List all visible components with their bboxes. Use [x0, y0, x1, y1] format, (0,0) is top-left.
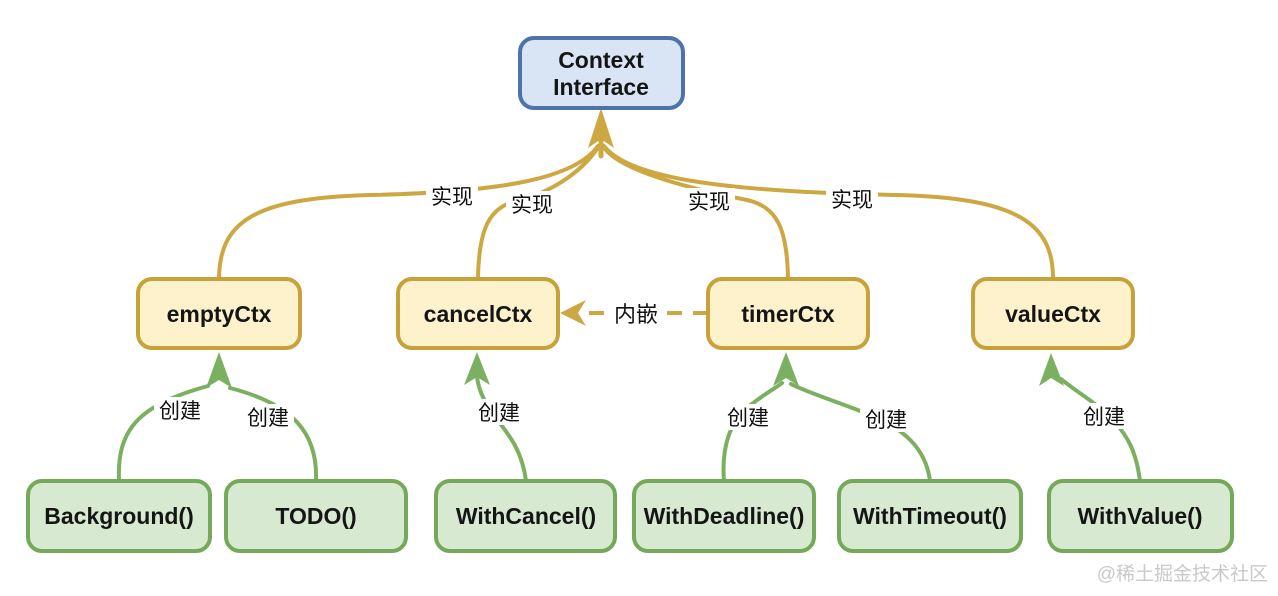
node-todo: TODO() — [224, 479, 408, 553]
withtimeout-label: WithTimeout() — [853, 503, 1007, 529]
withvalue-label: WithValue() — [1077, 503, 1202, 529]
withtimeout-box — [837, 479, 1023, 553]
creates-label-todo: 创建 — [247, 407, 289, 430]
node-cancelctx: cancelCtx — [396, 277, 560, 350]
creates-label-withcancel: 创建 — [478, 402, 520, 425]
label-halo — [154, 397, 206, 423]
implements-edge-emptyctx — [217, 144, 600, 280]
timerctx-label: timerCtx — [741, 301, 835, 327]
background-box — [26, 479, 212, 553]
label-halo — [860, 406, 912, 432]
valuectx-label: valueCtx — [1005, 301, 1101, 327]
label-halo — [683, 188, 735, 214]
label-halo — [242, 404, 294, 430]
creates-edge-withvalue — [1059, 377, 1142, 483]
context-interface-label-line1: Context — [558, 47, 644, 73]
emptyctx-box — [136, 277, 302, 350]
node-valuectx: valueCtx — [971, 277, 1135, 350]
emptyctx-label: emptyCtx — [167, 301, 272, 327]
implements-arrowhead-up-icon — [588, 108, 614, 148]
label-halo — [473, 399, 525, 425]
withdeadline-box — [632, 479, 816, 553]
label-halo — [608, 301, 664, 327]
label-halo — [826, 186, 878, 212]
withdeadline-label: WithDeadline() — [644, 503, 805, 529]
creates-label-background: 创建 — [159, 400, 201, 423]
embeds-arrowhead-left-icon — [560, 300, 586, 326]
node-withdeadline: WithDeadline() — [632, 479, 816, 553]
background-label: Background() — [44, 503, 194, 529]
node-timerctx: timerCtx — [706, 277, 870, 350]
cancelctx-label: cancelCtx — [424, 301, 533, 327]
node-withvalue: WithValue() — [1047, 479, 1234, 553]
creates-label-withdeadline: 创建 — [727, 407, 769, 430]
creates-arrowhead-emptyctx-icon — [206, 352, 232, 388]
timerctx-box — [706, 277, 870, 350]
node-withcancel: WithCancel() — [434, 479, 617, 553]
creates-arrowhead-timerctx-icon — [773, 352, 799, 386]
creates-arrowhead-valuectx-icon — [1039, 353, 1064, 386]
creates-edge-withdeadline — [721, 381, 784, 483]
implements-label-3: 实现 — [688, 191, 730, 214]
cancelctx-box — [396, 277, 560, 350]
label-halo — [722, 404, 774, 430]
creates-edge-withtimeout — [789, 382, 932, 483]
edge-labels: 实现 实现 实现 实现 内嵌 创建 创建 创建 创建 创建 创建 — [154, 183, 1130, 432]
creates-label-withvalue: 创建 — [1083, 406, 1125, 429]
node-context-interface: Context Interface — [518, 36, 685, 110]
valuectx-box — [971, 277, 1135, 350]
label-halo — [506, 191, 558, 217]
withcancel-label: WithCancel() — [456, 503, 596, 529]
label-halo — [426, 183, 478, 209]
todo-label: TODO() — [275, 503, 356, 529]
withvalue-box — [1047, 479, 1234, 553]
implements-label-2: 实现 — [511, 194, 553, 217]
implements-label-1: 实现 — [431, 186, 473, 209]
creates-arrowhead-cancelctx-icon — [464, 352, 490, 385]
label-halo — [1078, 403, 1130, 429]
implements-label-4: 实现 — [831, 189, 873, 212]
todo-box — [224, 479, 408, 553]
node-withtimeout: WithTimeout() — [837, 479, 1023, 553]
creates-edge-withcancel — [475, 374, 528, 483]
node-emptyctx: emptyCtx — [136, 277, 302, 350]
creates-edge-background — [116, 384, 210, 483]
withcancel-box — [434, 479, 617, 553]
implements-edge-valuectx — [602, 144, 1055, 280]
context-interface-label-line2: Interface — [553, 74, 649, 100]
node-background: Background() — [26, 479, 212, 553]
embeds-label: 内嵌 — [614, 302, 658, 327]
context-interface-box — [518, 36, 685, 110]
implements-edges — [217, 108, 1055, 280]
watermark: @稀土掘金技术社区 — [1097, 563, 1268, 585]
creates-edge-todo — [228, 386, 319, 483]
creates-label-withtimeout: 创建 — [865, 409, 907, 432]
